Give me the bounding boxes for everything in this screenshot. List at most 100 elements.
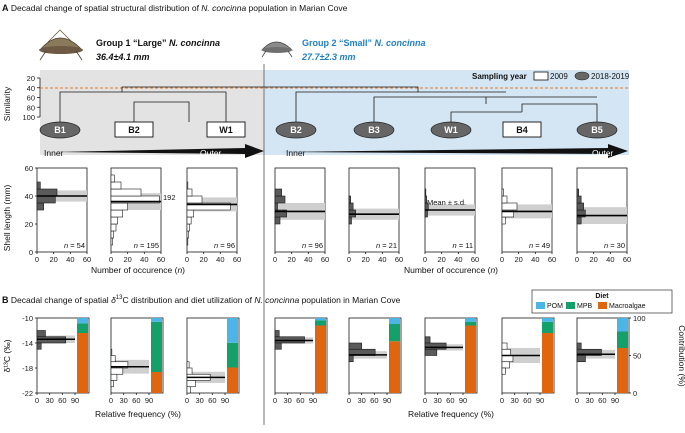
contribution-mpb [315,320,326,326]
x-tick-label: 0 [273,255,277,264]
x-tick-label: 0 [500,255,504,264]
contribution-axis-label: Contribution (%) [677,325,685,387]
x-tick-label: 0 [575,396,579,405]
x-tick-label: 60 [157,255,165,264]
x-tick-label: 0 [35,255,39,264]
histogram-bar [186,367,193,375]
histogram-bar [576,355,586,363]
svg-text:W1: W1 [444,125,458,135]
histogram-bar [186,181,189,190]
pom-label: POM [547,303,563,310]
svg-text:B5: B5 [591,125,603,135]
x-tick-label: 20 [437,255,445,264]
contribution-mpb [77,323,88,333]
panel-b-xlabel-right: Relative frequency (%) [408,409,494,419]
overflow-count-label: 192 [163,193,176,202]
histogram-bar [501,188,504,197]
histogram-bar [110,174,115,183]
histogram-frame [36,167,88,253]
histogram-bar [274,202,278,211]
x-tick-label: 60 [233,255,241,264]
x-tick-label: 30 [357,396,365,405]
histogram-bar [348,202,354,211]
histogram-bar [576,342,582,350]
histogram-bar [110,367,124,375]
site-marker-b4: B4 [502,121,542,138]
sample-size-label: n = 195 [134,241,159,250]
contribution-macroalgae [227,367,238,393]
svg-text:B2: B2 [290,125,302,135]
x-tick-label: 60 [370,396,378,405]
x-tick-label: 40 [378,255,386,264]
legend-2018-swatch [574,71,590,81]
x-tick-label: 60 [471,255,479,264]
histogram-bar [36,202,44,211]
group1-background [40,70,264,155]
x-tick-label: 0 [273,396,277,405]
group2-name: Group 2 “Small” N. concinna [302,38,426,48]
contribution-macroalgae [465,325,476,393]
panel-b-xlabel-left: Relative frequency (%) [95,409,181,419]
macroalgae-swatch [598,302,607,309]
histogram-bar [348,216,352,225]
site-marker-b5: B5 [576,121,618,139]
x-tick-label: 90 [221,396,229,405]
histogram-bar [110,209,123,218]
contribution-mpb [227,342,238,368]
x-tick-label: 20 [361,255,369,264]
d13c-axis-label: δ¹³C (‰) [2,339,12,372]
site-marker-b2: B2 [275,121,317,139]
legend-title: Sampling year [472,72,527,81]
histogram-bar [36,188,58,197]
x-tick-label: 20 [287,255,295,264]
svg-text:B1: B1 [54,125,66,135]
group2-size: 27.7±2.3 mm [301,52,355,62]
x-tick-label: 60 [296,396,304,405]
histogram-bar [186,237,189,246]
histogram-bar [186,361,190,369]
y-tick-label: -22 [22,389,33,398]
histogram-bar [110,355,116,363]
histogram-bar [186,202,231,211]
panel-a-title: A Decadal change of spatial structural d… [2,3,348,13]
contribution-macroalgae [389,341,400,393]
x-tick-label: 20 [49,255,57,264]
contribution-macroalgae [617,348,628,393]
sampling-year-legend: Sampling year 2009 2018-2019 [472,71,630,81]
histogram-bar [576,202,584,211]
sample-size-label: n = 30 [604,241,625,250]
histogram-bar [186,216,192,225]
histogram-bar [36,342,42,350]
x-tick-label: 90 [309,396,317,405]
dendrogram [59,86,598,122]
y-tick-label: 20 [25,220,33,229]
similarity-axis-label: Similarity [2,86,12,121]
x-tick-label: 30 [433,396,441,405]
histogram-bar [501,342,508,350]
x-tick-label: 60 [395,255,403,264]
site-marker-b3: B3 [353,121,395,139]
panel-a-label: A [2,3,9,13]
x-tick-label: 0 [347,255,351,264]
x-tick-label: 30 [119,396,127,405]
sample-size-label: n = 49 [529,241,550,250]
histogram-bar [274,342,282,350]
x-tick-label: 20 [199,255,207,264]
similarity-tick-label: 60 [27,94,35,103]
histogram-bar [274,188,282,197]
histogram-bar [274,195,286,204]
contribution-pom [389,318,400,324]
x-tick-label: 40 [216,255,224,264]
svg-text:W1: W1 [219,125,233,135]
